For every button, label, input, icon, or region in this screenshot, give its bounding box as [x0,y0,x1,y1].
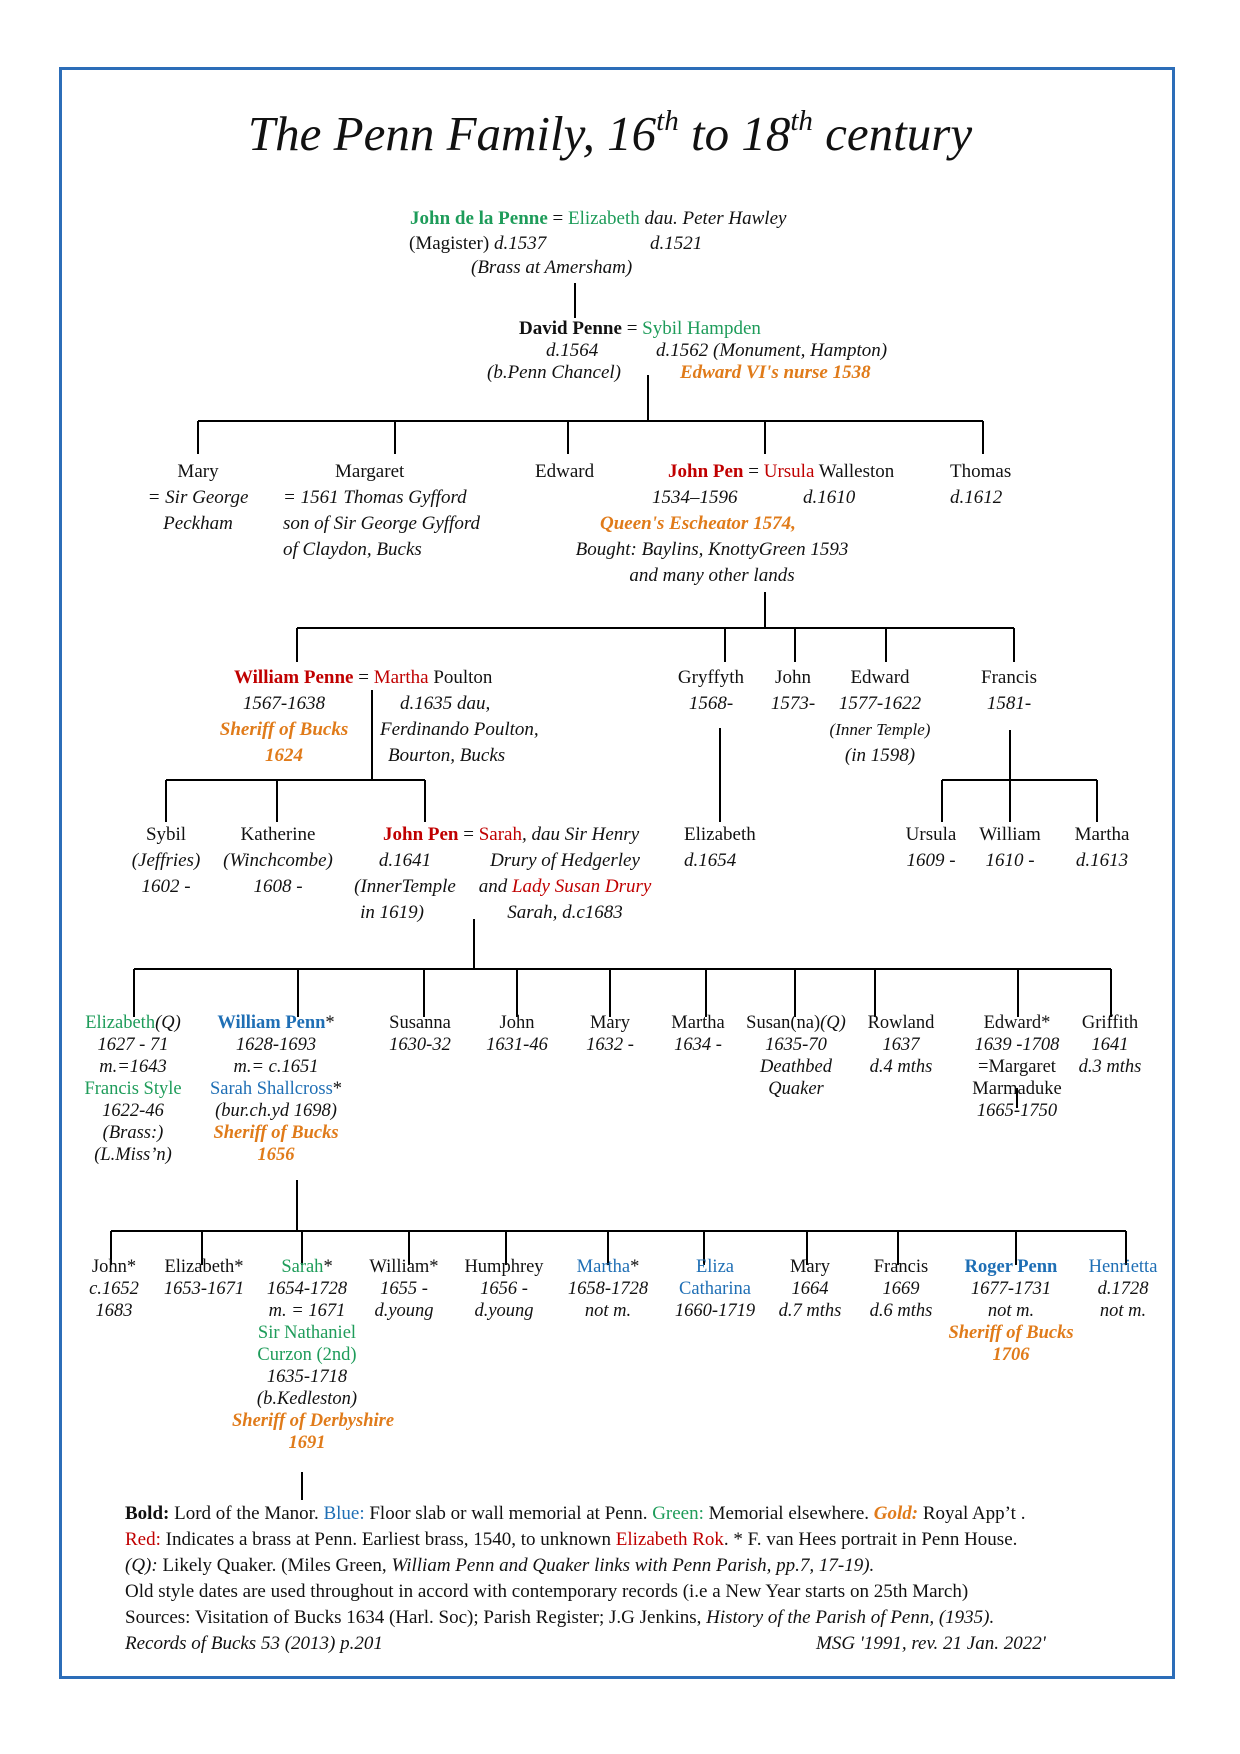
person-eliza-catharina: Eliza Catharina 1660-1719 [674,1257,756,1321]
legend-line-5: Sources: Visitation of Bucks 1634 (Harl.… [125,1607,995,1628]
gen2-david-note: (b.Penn Chancel) [487,362,622,383]
person-edward-gen3: Edward [535,461,595,482]
person-edward-1639: Edward* 1639 -1708 =Margaret Marmaduke 1… [952,1012,1082,1122]
person-martha-poulton: Martha [373,667,429,688]
legend-line-4: Old style dates are used throughout in a… [125,1581,969,1602]
person-william-1655: William*1655 -d.young [369,1257,439,1321]
person-lady-susan-drury: Lady Susan Drury [511,876,652,897]
gen3-ursula-dates: d.1610 [803,487,856,508]
gen1-dates: (Magister) d.1537 [409,233,547,254]
gen3-john-royal: Queen's Escheator 1574, [600,513,796,534]
person-elizabeth-1653: Elizabeth*1653-1671 [163,1257,245,1299]
person-marmaduke: Marmaduke [972,1079,1062,1099]
page-title: The Penn Family, 16th to 18th century [247,105,973,161]
person-elizabeth-style: Elizabeth(Q) 1627 - 71 m.=1643 Francis S… [68,1012,198,1166]
person-sybil-jeffries: Sybil(Jeffries)1602 - [131,824,201,897]
legend: Bold: Lord of the Manor. Blue: Floor sla… [125,1501,1046,1657]
person-henrietta: Henrietta d.1728 not m. [1088,1257,1158,1321]
person-john-de-la-penne: John de la Penne [410,208,548,229]
page-frame [59,67,1175,1679]
gen4-william-dates: 1567-1638 Sheriff of Bucks 1624 [219,693,349,766]
gen2-couple: David Penne = Sybil Hampden [519,318,761,339]
person-francis-style: Francis Style [84,1079,182,1099]
person-susanna-quaker: Susan(na)(Q) 1635-70 Deathbed Quaker [746,1013,846,1099]
person-william-penne: William Penne [234,667,354,688]
gen4-william-couple: William Penne = Martha Poulton [234,667,493,688]
gen3-john-pen-couple: John Pen = Ursula Walleston [668,461,895,482]
gen2-sybil-dates: d.1562 (Monument, Hampton) [656,340,888,361]
gen1-couple: John de la Penne = Elizabeth dau. Peter … [410,208,787,229]
person-david-penne: David Penne [519,318,622,339]
gen2-sybil-royal: Edward VI's nurse 1538 [680,362,871,383]
person-elizabeth-hawley: Elizabeth [568,208,640,229]
person-nathaniel-curzon: Sir Nathaniel [257,1323,357,1343]
person-sarah-drury: Sarah [478,824,522,845]
gen3-john-dates: 1534–1596 [652,487,738,508]
gen4-martha-notes: d.1635 dau,Ferdinando Poulton,Bourton, B… [380,693,539,766]
person-ursula: Ursula [763,461,815,482]
person-john-pen-1534: John Pen [668,461,744,482]
person-katherine-winchcombe: Katherine(Winchcombe)1608 - [223,824,333,897]
person-sarah-shallcross: Sarah Shallcross [209,1079,333,1099]
person-john-pen-1641: John Pen [383,824,459,845]
person-sybil-hampden: Sybil Hampden [642,318,761,339]
person-william-penn-1628: William Penn* 1628-1693 m.= c.1651 Sarah… [209,1013,343,1165]
legend-line-2: Red: Indicates a brass at Penn. Earliest… [125,1529,1018,1550]
person-sarah-curzon: Sarah* 1654-1728 m. = 1671 Sir Nathaniel… [232,1257,395,1453]
legend-line-3: (Q): Likely Quaker. (Miles Green, Willia… [125,1555,875,1576]
gen5-john-couple: John Pen = Sarah, dau Sir Henry [383,824,640,845]
gen1-elizabeth-dates: d.1521 [650,233,703,254]
gen1-brass-note: (Brass at Amersham) [471,257,633,278]
legend-line-1: Bold: Lord of the Manor. Blue: Floor sla… [125,1503,1026,1524]
gen5-sarah-notes: Drury of Hedgerley and Lady Susan Drury … [478,850,652,923]
person-roger-penn: Roger Penn 1677-1731 not m. Sheriff of B… [948,1257,1074,1365]
gen2-david-dates: d.1564 [546,340,599,361]
person-martha-1658: Martha* 1658-1728 not m. [567,1257,649,1321]
